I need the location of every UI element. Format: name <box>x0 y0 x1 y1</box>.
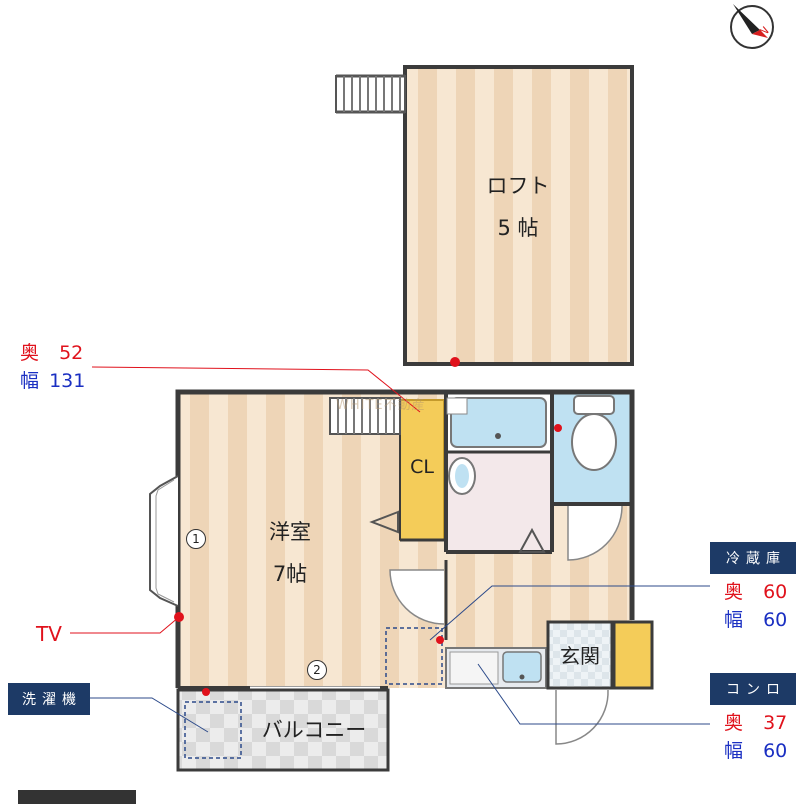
kitchen-counter <box>445 647 547 689</box>
toilet-door <box>567 505 623 561</box>
washer-tag: 洗濯機 <box>8 683 90 715</box>
stove-width-label: 幅 <box>724 740 744 762</box>
closet-width-value: 131 <box>49 370 86 392</box>
toilet <box>554 395 617 471</box>
western-room-size: 7帖 <box>272 562 308 586</box>
stove-tag: コンロ <box>710 673 796 705</box>
washroom-door-marker <box>518 527 546 553</box>
fridge-tag: 冷蔵庫 <box>710 542 796 574</box>
tv-label: TV <box>36 622 62 646</box>
marker-1: 1 <box>186 529 206 549</box>
western-door <box>389 569 445 625</box>
fridge-depth-value: 60 <box>763 581 788 603</box>
stove-depth-label: 奥 <box>724 712 744 734</box>
footer-bar <box>18 790 136 804</box>
bathtub <box>446 397 547 448</box>
fridge-width-value: 60 <box>763 609 788 631</box>
stove-width: 幅 60 <box>724 742 787 761</box>
entrance-label: 玄関 <box>560 644 600 668</box>
balcony-area <box>176 688 390 772</box>
fridge-space <box>385 627 443 685</box>
room-ladder <box>329 397 401 435</box>
stove-depth: 奥 37 <box>724 714 787 733</box>
closet-width-label: 幅 <box>20 370 40 392</box>
watermark: WHITE不動産 <box>336 398 426 413</box>
closet-label: CL <box>410 456 434 478</box>
fridge-depth-label: 奥 <box>724 581 744 603</box>
wash-basin <box>448 457 476 495</box>
fridge-outlet-dot <box>436 636 444 644</box>
marker-2: 2 <box>307 660 327 680</box>
compass <box>730 4 774 49</box>
closet-depth: 奥 52 <box>20 344 83 363</box>
fridge-width: 幅 60 <box>724 611 787 630</box>
fridge-width-label: 幅 <box>724 609 744 631</box>
balcony-label: バルコニー <box>261 718 367 742</box>
closet-width: 幅 131 <box>20 372 85 391</box>
loft-ladder <box>335 74 406 114</box>
closet-depth-label: 奥 <box>20 342 40 364</box>
stove-width-value: 60 <box>763 740 788 762</box>
loft-room <box>403 65 634 367</box>
loft-name: ロフト <box>486 174 550 198</box>
bay-window <box>149 475 179 607</box>
stove-depth-value: 37 <box>763 712 788 734</box>
closet-depth-value: 52 <box>59 342 84 364</box>
loft-size: 5 帖 <box>497 216 539 240</box>
fridge-depth: 奥 60 <box>724 583 787 602</box>
western-room-name: 洋室 <box>269 520 311 544</box>
entrance-area <box>546 620 654 745</box>
leader-lines <box>70 366 710 733</box>
closet-door-marker <box>369 510 399 534</box>
